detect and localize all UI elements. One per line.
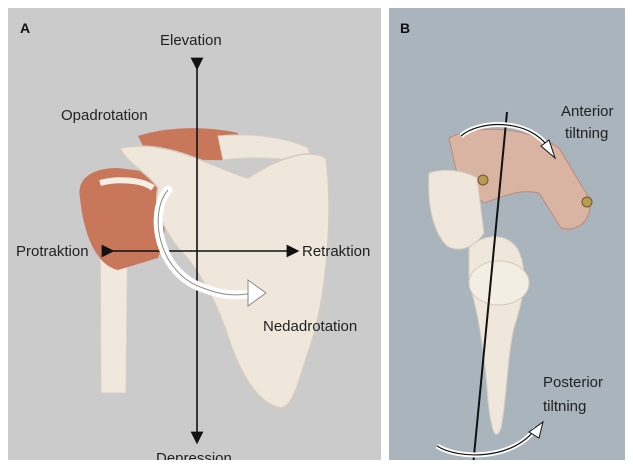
posterior-tilt-label-line1: Posterior bbox=[543, 375, 603, 390]
panel-a-label: A bbox=[20, 21, 30, 35]
posterior-tilt-label-line2: tiltning bbox=[543, 399, 586, 414]
scapula-side-illustration bbox=[389, 8, 625, 460]
humeral-head-cartilage bbox=[79, 168, 165, 270]
clavicle-bone bbox=[429, 170, 484, 249]
panel-b-photo: B Anterior tiltning Posterior tiltning bbox=[389, 8, 625, 460]
panel-a-photo: A Elevation Opadrotation Protraktion Ret… bbox=[8, 8, 381, 460]
posterior-tilt-arrow bbox=[437, 428, 536, 455]
glenoid bbox=[469, 261, 529, 305]
anterior-tilt-label-line1: Anterior bbox=[561, 104, 614, 119]
depression-label: Depression bbox=[156, 451, 232, 460]
downward-rotation-label: Nedadrotation bbox=[263, 319, 357, 334]
protraction-label: Protraktion bbox=[16, 244, 89, 259]
elevation-label: Elevation bbox=[160, 33, 222, 48]
panel-b-label: B bbox=[400, 21, 410, 35]
screw-2 bbox=[582, 197, 592, 207]
retraction-label: Retraktion bbox=[302, 244, 370, 259]
anterior-tilt-label-line2: tiltning bbox=[565, 126, 608, 141]
upward-rotation-label: Opadrotation bbox=[61, 108, 148, 123]
scapula-front-illustration bbox=[8, 8, 381, 460]
screw-1 bbox=[478, 175, 488, 185]
